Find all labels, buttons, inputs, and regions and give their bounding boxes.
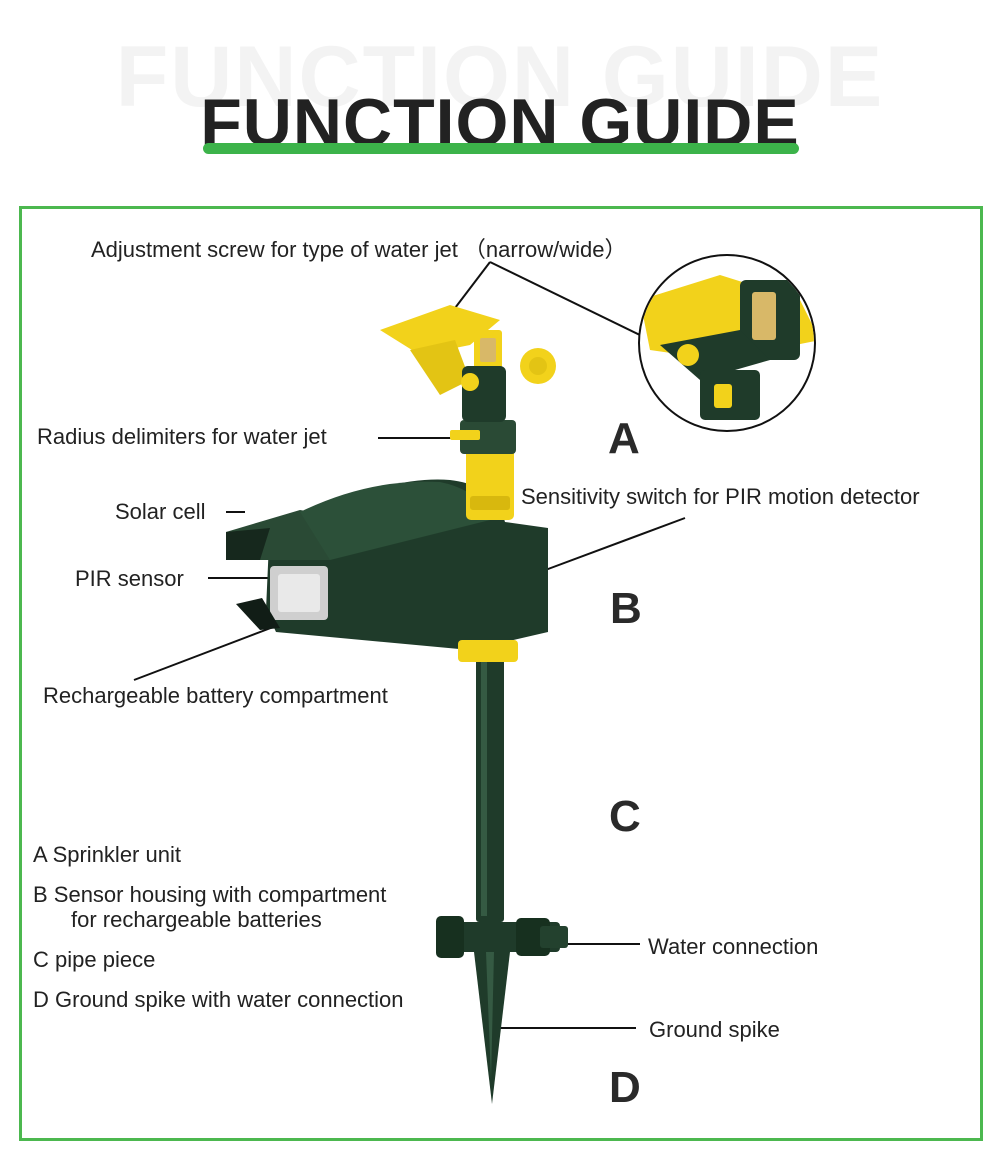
- label-ground-spike: Ground spike: [649, 1017, 780, 1042]
- label-sensitivity-switch: Sensitivity switch for PIR motion detect…: [521, 484, 920, 509]
- label-radius-delimiters: Radius delimiters for water jet: [37, 424, 327, 449]
- deflector-arm: [380, 305, 500, 355]
- leader-battery: [133, 625, 277, 681]
- label-adjustment-screw: Adjustment screw for type of water jet （…: [91, 237, 627, 262]
- label-solar-cell: Solar cell: [115, 499, 206, 524]
- title-underline: [203, 143, 799, 154]
- leader-sensitivity: [539, 517, 686, 573]
- section-letter-d: D: [609, 1063, 641, 1112]
- legend-item-b-line2: for rechargeable batteries: [71, 907, 322, 932]
- label-battery-compartment: Rechargeable battery compartment: [43, 683, 388, 708]
- section-letter-c: C: [609, 792, 641, 841]
- pipe-piece: [476, 654, 504, 922]
- legend-item-b-line1: B Sensor housing with compartment: [33, 882, 387, 907]
- solar-cell-panel: [226, 528, 270, 560]
- legend-item-d: D Ground spike with water connection: [33, 987, 404, 1012]
- leader-lines: [133, 261, 686, 1029]
- pipe-and-spike: [436, 654, 568, 1104]
- lower-collar: [458, 640, 518, 662]
- label-pir-sensor: PIR sensor: [75, 566, 184, 591]
- section-letter-b: B: [610, 584, 642, 633]
- leader-adjustment-left: [451, 261, 491, 313]
- zoom-inset: [638, 254, 816, 432]
- sprinkler-head: [380, 305, 556, 454]
- diagram-frame: [19, 206, 983, 1141]
- legend-item-c: C pipe piece: [33, 947, 156, 972]
- section-letter-a: A: [608, 414, 640, 463]
- ghost-title: FUNCTION GUIDE: [115, 29, 885, 125]
- legend-item-a: A Sprinkler unit: [33, 842, 181, 867]
- sensor-housing: [226, 448, 548, 662]
- battery-tray: [236, 598, 280, 630]
- label-water-connection: Water connection: [648, 934, 819, 959]
